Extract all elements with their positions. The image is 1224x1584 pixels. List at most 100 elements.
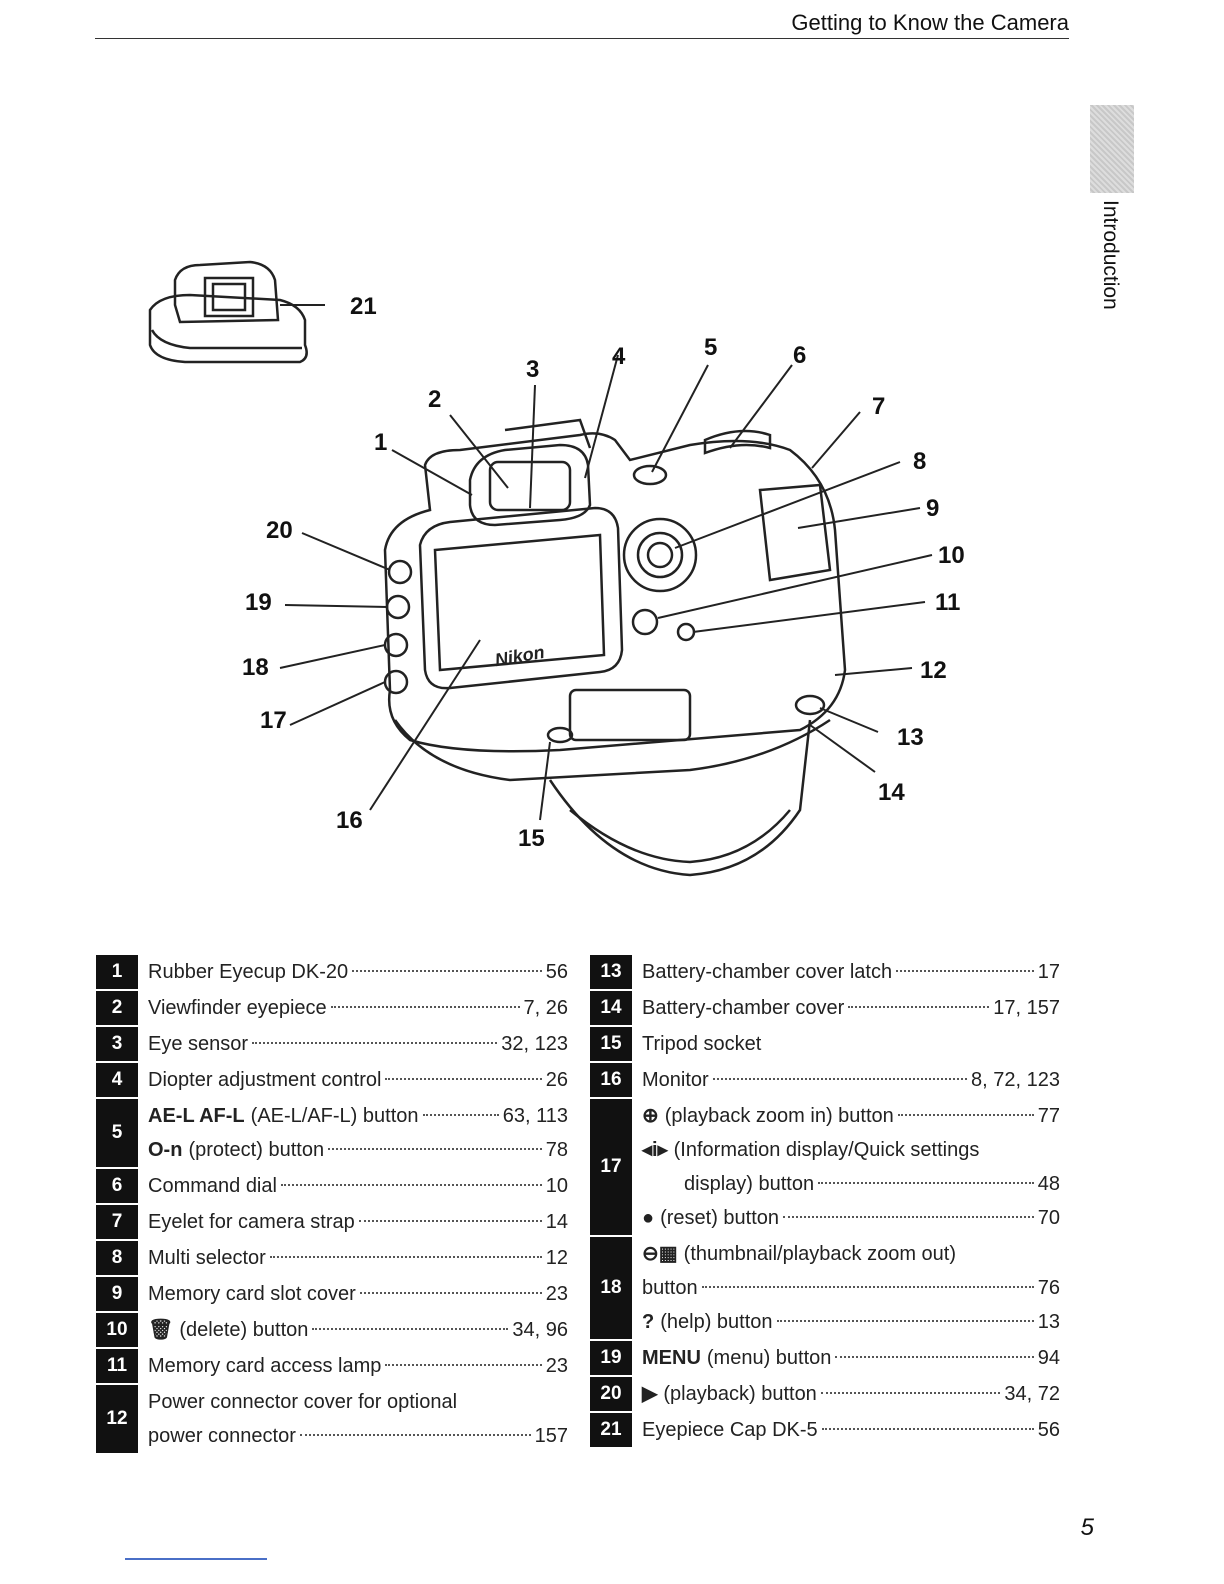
legend-entry-text: ●(reset) button <box>642 1201 779 1235</box>
legend-entry-text: Eye sensor <box>148 1027 248 1061</box>
leader-dots <box>783 1216 1034 1218</box>
legend-number-badge: 17 <box>590 1099 632 1235</box>
callout-20: 20 <box>266 517 293 544</box>
callout-16: 16 <box>336 807 363 834</box>
legend-entry: ◂i▸(Information display/Quick settings <box>642 1133 1060 1167</box>
legend-entry-text: ◂i▸(Information display/Quick settings <box>642 1133 979 1167</box>
legend-entry-text: Rubber Eyecup DK-20 <box>148 955 348 989</box>
page-reference: 34, 72 <box>1004 1383 1060 1405</box>
legend-number-badge: 19 <box>590 1341 632 1375</box>
page-reference: 157 <box>534 1425 568 1447</box>
leader-dots <box>818 1182 1034 1184</box>
page-reference: 94 <box>1037 1347 1060 1369</box>
camera-diagram: Nikon 1 2 3 4 5 6 7 8 9 10 11 12 13 14 1… <box>148 260 965 877</box>
callout-11: 11 <box>935 589 960 616</box>
leader-dots <box>252 1042 498 1044</box>
legend-entry-text: ▶(playback) button <box>642 1377 817 1411</box>
side-thumb-block <box>1090 105 1134 193</box>
leader-lines <box>279 304 933 821</box>
legend-symbol-icon: AE-L AF-L <box>148 1105 245 1127</box>
legend-label: Viewfinder eyepiece <box>148 997 327 1019</box>
legend-label: (reset) button <box>660 1207 780 1229</box>
legend-symbol-icon: 🗑 <box>148 1319 174 1341</box>
callout-labels: 1 2 3 4 5 6 7 8 9 10 11 12 13 14 15 16 1… <box>242 293 965 852</box>
legend-entry-text: ?(help) button <box>642 1305 773 1339</box>
legend-entry-text: O-n(protect) button <box>148 1133 324 1167</box>
legend-label: Eyepiece Cap DK-5 <box>642 1419 818 1441</box>
legend-symbol-icon: ⊖▦ <box>642 1243 678 1265</box>
side-tab: Introduction <box>1090 200 1134 350</box>
callout-18: 18 <box>242 654 269 681</box>
legend-label: (Information display/Quick settings <box>673 1139 980 1161</box>
legend-label: Tripod socket <box>642 1033 762 1055</box>
legend-entry-text: Monitor <box>642 1063 709 1097</box>
callout-10: 10 <box>938 542 965 569</box>
legend-entry: Power connector cover for optional <box>148 1385 568 1419</box>
leader-dots <box>299 1434 531 1436</box>
leader-dots <box>328 1148 542 1150</box>
page-reference: 63, 113 <box>502 1105 568 1127</box>
legend-entry: Tripod socket <box>642 1027 1060 1061</box>
legend-entries: Tripod socket <box>632 1027 1060 1061</box>
callout-21: 21 <box>350 293 377 320</box>
leader-dots <box>422 1114 499 1116</box>
legend-number-badge: 15 <box>590 1027 632 1061</box>
leader-dots <box>385 1364 542 1366</box>
legend-number-badge: 11 <box>96 1349 138 1383</box>
legend-number-badge: 9 <box>96 1277 138 1311</box>
legend-entry-text: Power connector cover for optional <box>148 1385 457 1419</box>
page-reference: 23 <box>545 1283 568 1305</box>
legend-number-badge: 10 <box>96 1313 138 1347</box>
legend-number-badge: 2 <box>96 991 138 1025</box>
legend-entry-text: Viewfinder eyepiece <box>148 991 327 1025</box>
legend-entry-text: MENU(menu) button <box>642 1341 831 1375</box>
callout-6: 6 <box>793 342 806 369</box>
page-reference: 13 <box>1037 1311 1060 1333</box>
legend-symbol-icon: ? <box>642 1311 655 1333</box>
leader-dots <box>712 1078 968 1080</box>
legend-symbol-icon: MENU <box>642 1347 701 1369</box>
legend-number-badge: 18 <box>590 1237 632 1339</box>
legend-entries: ▶(playback) button 34, 72 <box>632 1377 1060 1411</box>
page-reference: 17 <box>1037 961 1060 983</box>
callout-2: 2 <box>428 386 441 413</box>
legend-label: Memory card access lamp <box>148 1355 382 1377</box>
page-reference: 56 <box>545 961 568 983</box>
callout-7: 7 <box>872 393 885 420</box>
legend-entry-text: ⊕(playback zoom in) button <box>642 1099 894 1133</box>
legend-entry: ⊖▦(thumbnail/playback zoom out) <box>642 1237 1060 1271</box>
camera-brand-text: Nikon <box>493 642 546 670</box>
legend-entry-text: Memory card access lamp <box>148 1349 381 1383</box>
leader-dots <box>896 970 1034 972</box>
page-reference: 14 <box>545 1211 568 1233</box>
legend-label: Diopter adjustment control <box>148 1069 382 1091</box>
legend-number-badge: 14 <box>590 991 632 1025</box>
callout-17: 17 <box>260 707 287 734</box>
page-number: 5 <box>1080 1514 1094 1541</box>
